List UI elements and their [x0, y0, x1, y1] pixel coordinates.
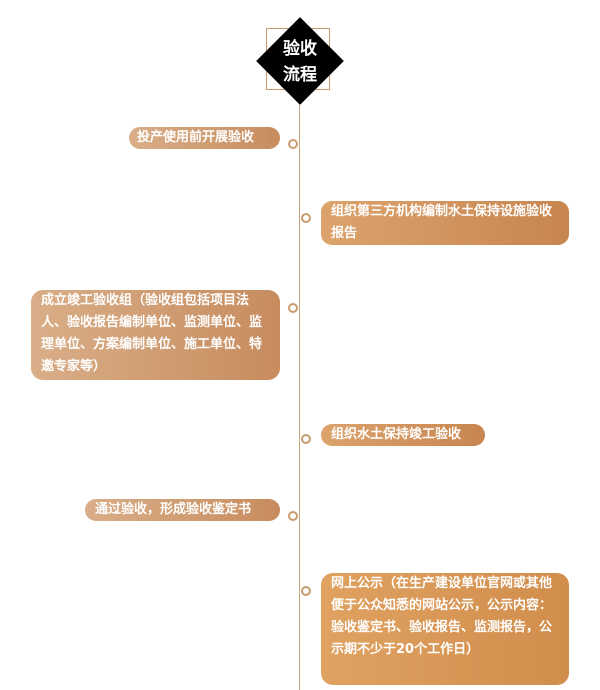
- step-1-text: 投产使用前开展验收: [137, 130, 255, 145]
- timeline-line: [299, 105, 300, 690]
- diagram-title: 验收 流程: [260, 36, 340, 88]
- step-5-node: [288, 511, 298, 521]
- step-2-node: [301, 213, 311, 223]
- step-5-text: 通过验收，形成验收鉴定书: [95, 502, 252, 517]
- step-2-box: 组织第三方机构编制水土保持设施验收报告: [321, 201, 569, 245]
- step-6-node: [301, 586, 311, 596]
- step-4-text: 组织水土保持竣工验收: [331, 427, 462, 442]
- step-6-text: 网上公示（在生产建设单位官网或其他便于公众知悉的网站公示，公示内容：验收鉴定书、…: [331, 576, 553, 657]
- step-1-node: [288, 139, 298, 149]
- step-4-node: [301, 434, 311, 444]
- step-6-box: 网上公示（在生产建设单位官网或其他便于公众知悉的网站公示，公示内容：验收鉴定书、…: [321, 573, 569, 685]
- step-3-node: [288, 303, 298, 313]
- step-3-box: 成立竣工验收组（验收组包括项目法人、验收报告编制单位、监测单位、监理单位、方案编…: [31, 290, 280, 380]
- title-line-2: 流程: [283, 65, 317, 85]
- title-line-1: 验收: [283, 39, 317, 59]
- step-4-box: 组织水土保持竣工验收: [321, 424, 485, 446]
- step-2-text: 组织第三方机构编制水土保持设施验收报告: [331, 204, 553, 241]
- step-1-box: 投产使用前开展验收: [129, 127, 280, 149]
- step-3-text: 成立竣工验收组（验收组包括项目法人、验收报告编制单位、监测单位、监理单位、方案编…: [41, 293, 263, 374]
- step-5-box: 通过验收，形成验收鉴定书: [85, 499, 280, 521]
